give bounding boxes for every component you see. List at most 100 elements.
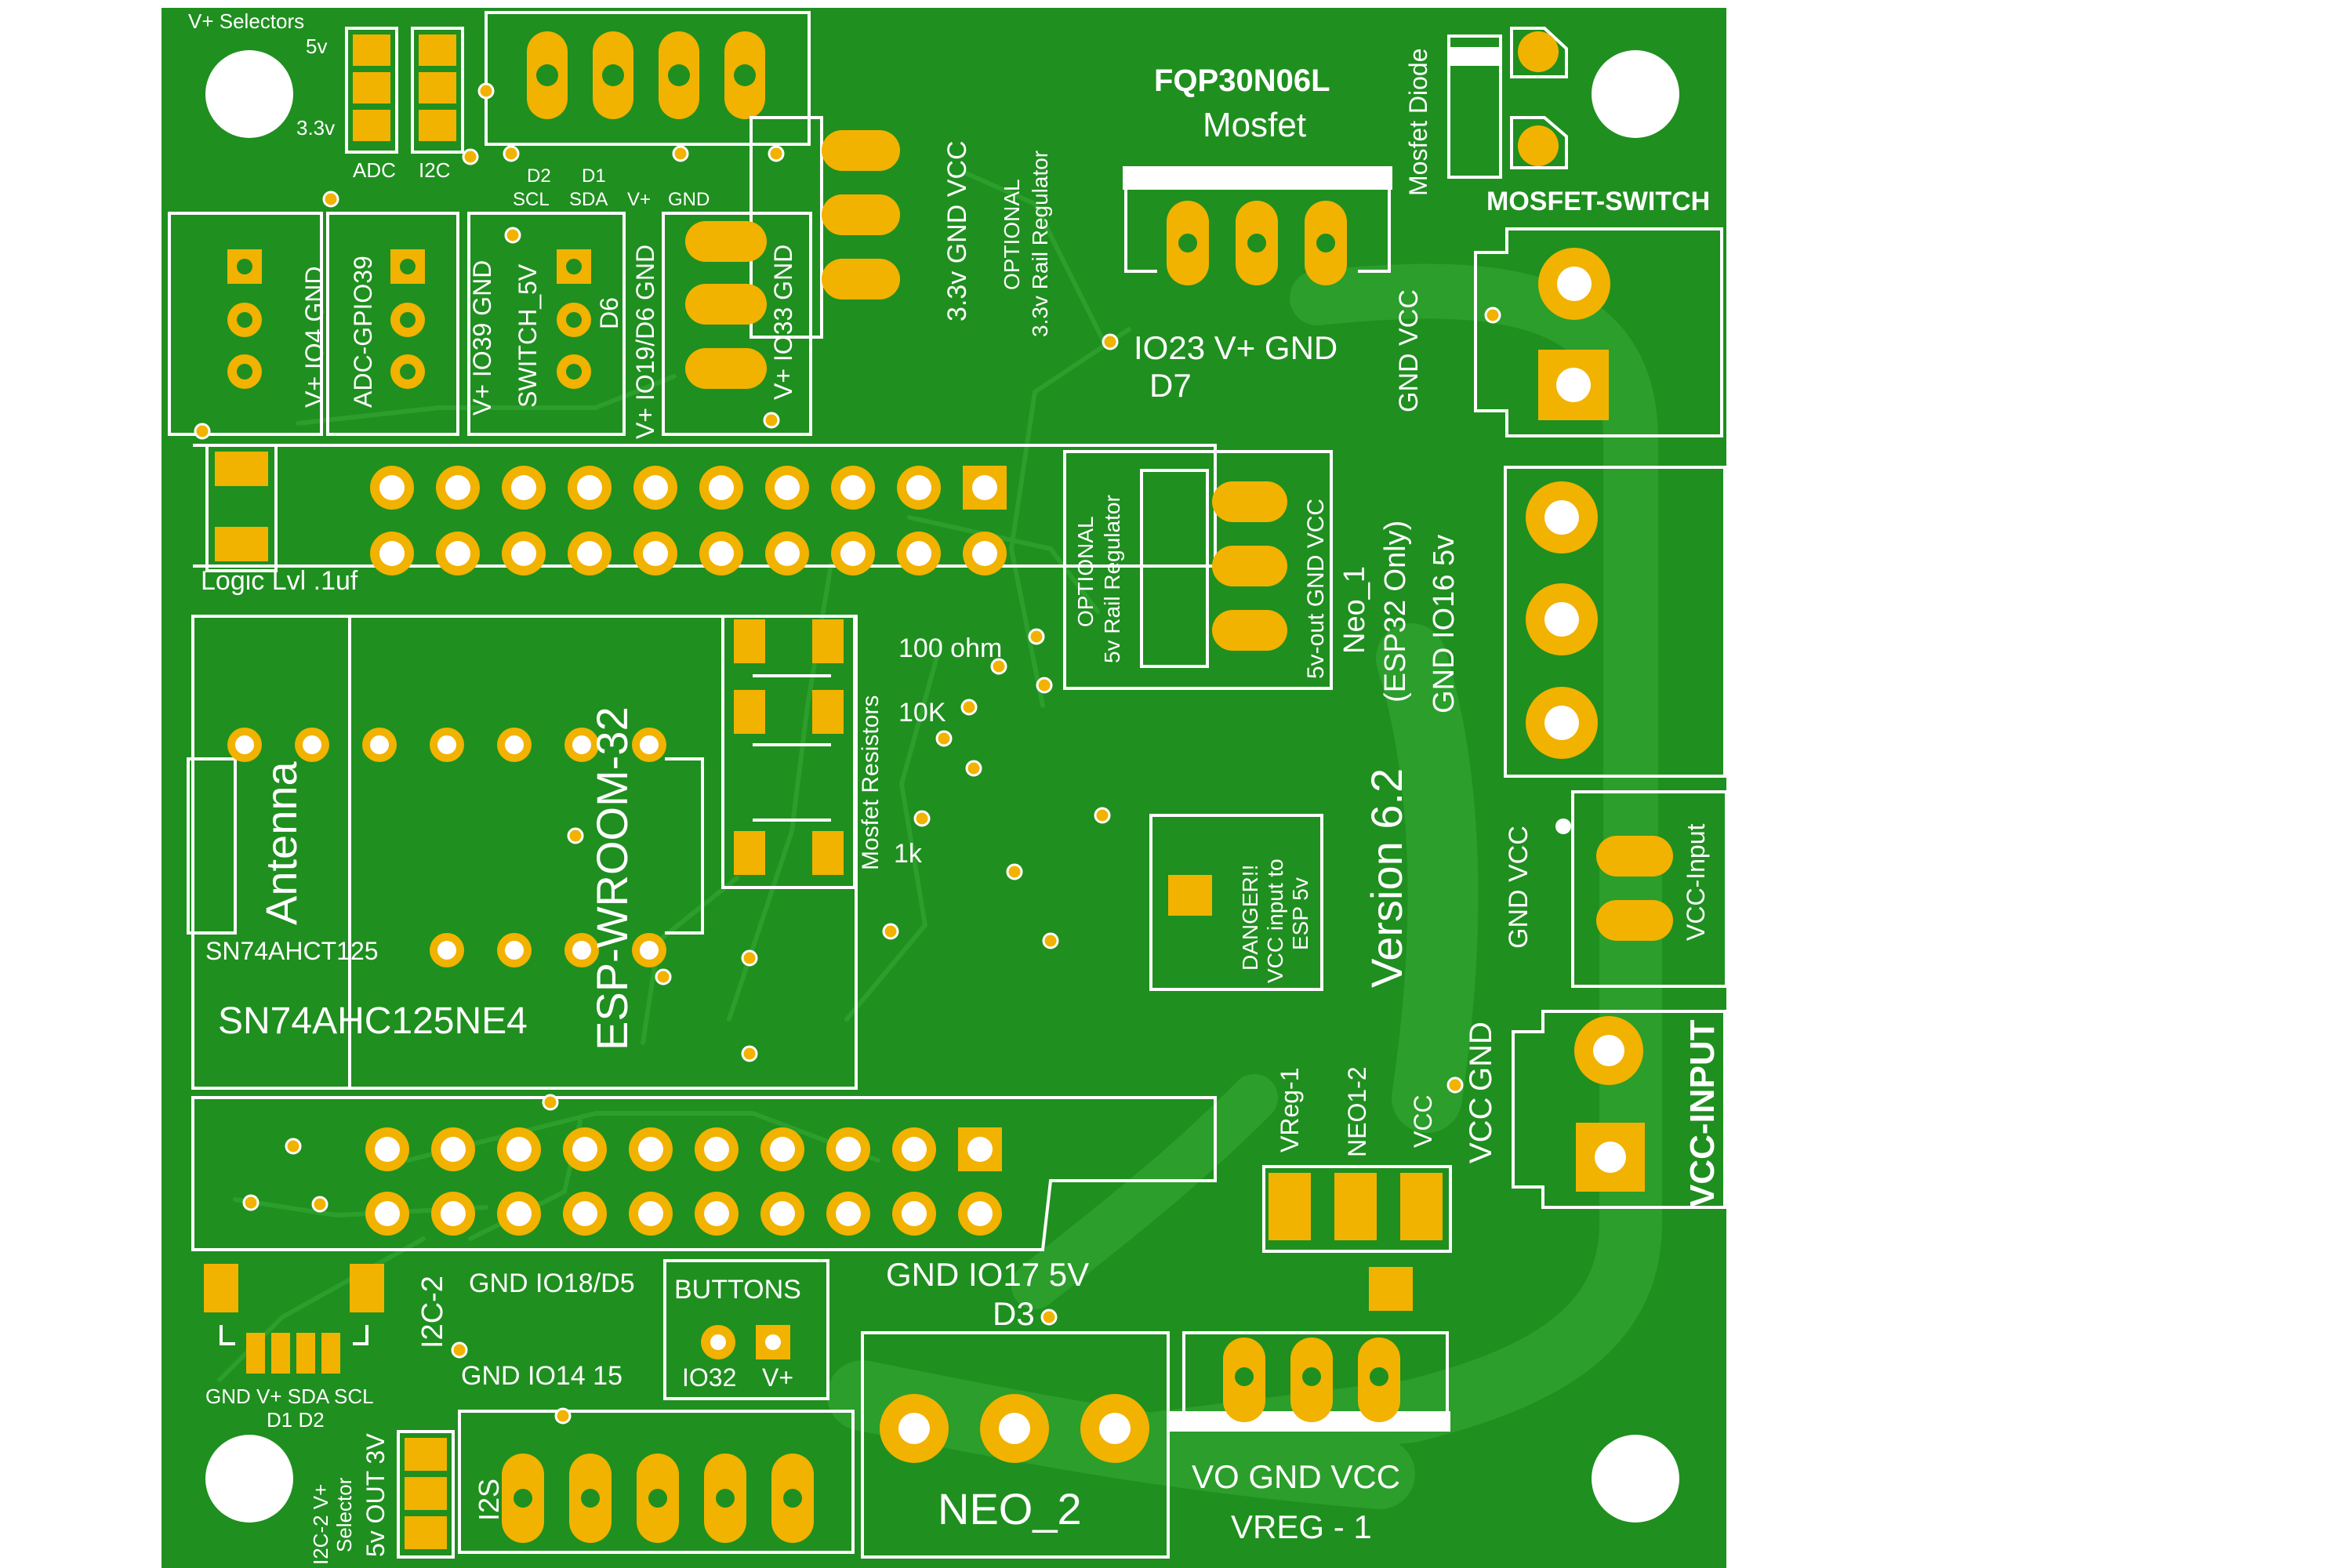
i2c2-selector-outline — [397, 1430, 455, 1559]
gnd-io17-label: GND IO17 5V — [886, 1256, 1089, 1293]
h5-label: V+ IO19/D6 GND — [631, 245, 659, 439]
danger-line1: DANGER!! — [1238, 865, 1262, 971]
reg33-label: 3.3v Rail Regulator — [1028, 151, 1052, 337]
buttons-label: BUTTONS — [674, 1275, 801, 1305]
neo2-terminal — [861, 1331, 1170, 1559]
danger-line3: ESP 5v — [1288, 877, 1312, 950]
vcc-input-terminal-pads[interactable] — [1574, 1016, 1645, 1192]
sn74-label: SN74AHC125NE4 — [218, 1000, 528, 1042]
header-adc-outline — [326, 212, 459, 436]
mounting-holes — [205, 50, 1679, 1523]
vreg-neo-selector-pads[interactable] — [1269, 1173, 1443, 1240]
neo1-pin-labels: 5v-out GND VCC — [1303, 499, 1329, 679]
gnd-vcc-right: GND VCC — [1394, 289, 1424, 412]
io32-label: IO32 — [682, 1363, 736, 1392]
vreg1-short-label: VReg-1 — [1276, 1068, 1304, 1153]
gnd-io14-label: GND IO14 15 — [461, 1361, 622, 1391]
vplus-selector-jumpers[interactable] — [345, 27, 464, 154]
ohm100-label: 100 ohm — [898, 633, 1002, 663]
reg5-label: 5v Rail Regulator — [1100, 495, 1124, 663]
top-header-outline — [485, 11, 811, 146]
reg33-pin-labels: 3.3v GND VCC — [942, 141, 972, 322]
esp32-module-outline — [191, 615, 858, 1090]
i2c2-selector-pads[interactable] — [405, 1438, 447, 1549]
gnd-side-label: GND — [1464, 1022, 1498, 1091]
h4-label: SWITCH_5V — [514, 263, 542, 408]
header-io4-outline — [168, 212, 323, 436]
version-label: Version 6.2 — [1362, 768, 1411, 988]
header-io39-outline — [467, 212, 626, 436]
lower-header-outline — [191, 1096, 1217, 1251]
io19-header-pads[interactable] — [685, 221, 767, 389]
diode-pads[interactable] — [1510, 27, 1568, 169]
i2s-outline — [458, 1410, 855, 1554]
neo12-label: NEO1-2 — [1343, 1066, 1371, 1157]
mosfet-diode-label: Mosfet Diode — [1404, 48, 1432, 196]
mounting-hole-bl — [205, 1435, 293, 1523]
logic-cap-pad2[interactable] — [215, 527, 268, 561]
h6-label: V+ IO33 GND — [769, 245, 797, 400]
adc-label: ADC — [353, 158, 396, 182]
gnd-io18-label: GND IO18/D5 — [469, 1269, 635, 1298]
mounting-hole-tr — [1592, 50, 1679, 138]
vcc-input-jumper-pads[interactable] — [1596, 836, 1673, 941]
mosfet-switch-pads[interactable] — [1538, 248, 1610, 420]
k1-label: 1k — [894, 839, 923, 869]
logic-cap-label: Logic Lvl .1uf — [201, 566, 358, 596]
mosfet-tab — [1123, 166, 1392, 190]
header-io19-outline — [662, 212, 812, 436]
sn74-small-label: SN74AHCT125 — [205, 937, 379, 965]
scl-label: SCL — [513, 189, 550, 210]
i2c2-label: I2C-2 — [416, 1276, 449, 1348]
i2c-label: I2C — [419, 158, 450, 182]
gnd-label: GND — [668, 189, 710, 210]
k10-label: 10K — [898, 698, 946, 728]
neo2-label: NEO_2 — [938, 1484, 1082, 1534]
sn74-outline — [187, 757, 704, 935]
selector-word: Selector — [332, 1477, 356, 1552]
neo1-label: Neo_1 — [1338, 566, 1371, 654]
i2c2-connector[interactable] — [204, 1264, 384, 1374]
h2-label: ADC-GPIO39 — [349, 256, 377, 408]
esp-wroom-label: ESP-WROOM-32 — [587, 706, 637, 1051]
buttons-pads[interactable] — [701, 1325, 790, 1359]
vcc-small-label: VCC — [1409, 1094, 1437, 1148]
reg5-pads[interactable] — [1212, 481, 1287, 651]
selector-name: I2C-2 V+ — [309, 1484, 332, 1565]
vreg-neo-selector-outline — [1262, 1165, 1452, 1253]
h3-label: V+ IO39 GND — [468, 260, 496, 416]
d1-label: D1 — [582, 165, 606, 187]
vcc-side-label: VCC — [1464, 1098, 1498, 1163]
neo2-pads[interactable] — [880, 1394, 1149, 1463]
mosfet-resistors-pads[interactable] — [734, 619, 844, 875]
mounting-hole-tl — [205, 50, 293, 138]
sda-label: SDA — [569, 189, 608, 210]
danger-jumper[interactable] — [1168, 875, 1212, 916]
vcc-input-big-label: VCC-INPUT — [1683, 1019, 1722, 1207]
vplus-label: V+ — [627, 189, 651, 210]
neo1-terminal-pads[interactable] — [1526, 481, 1598, 759]
mosfet-switch-label: MOSFET-SWITCH — [1486, 187, 1710, 216]
diode-outline — [1447, 34, 1502, 179]
v5-label: 5v — [306, 34, 327, 58]
logic-cap-pad1[interactable] — [215, 452, 268, 486]
reg5-outline — [1063, 450, 1333, 690]
i2c2-d-label: D1 D2 — [267, 1408, 325, 1432]
io23-label: IO23 V+ GND — [1134, 329, 1338, 366]
i2s-pads[interactable] — [502, 1454, 814, 1543]
reg33-pads[interactable] — [822, 130, 900, 299]
antenna-label: Antenna — [256, 761, 306, 925]
vplus-btn-label: V+ — [762, 1363, 793, 1392]
single-pad[interactable] — [1369, 1267, 1413, 1311]
d2-label: D2 — [527, 165, 551, 187]
buttons-outline — [663, 1259, 829, 1400]
vreg1-label: VREG - 1 — [1231, 1508, 1372, 1545]
mounting-hole-br — [1592, 1435, 1679, 1523]
mosfet-switch-terminal — [1474, 227, 1723, 437]
mosfet-resistors-label: Mosfet Resistors — [858, 695, 884, 870]
d7-label: D7 — [1149, 367, 1192, 404]
vcc-input-small-label: VCC-Input — [1682, 824, 1710, 942]
selector-3v-label: 5v OUT 3V — [361, 1433, 390, 1557]
i2c2-pins-label: GND V+ SDA SCL — [205, 1385, 374, 1408]
vias — [194, 82, 1501, 1425]
